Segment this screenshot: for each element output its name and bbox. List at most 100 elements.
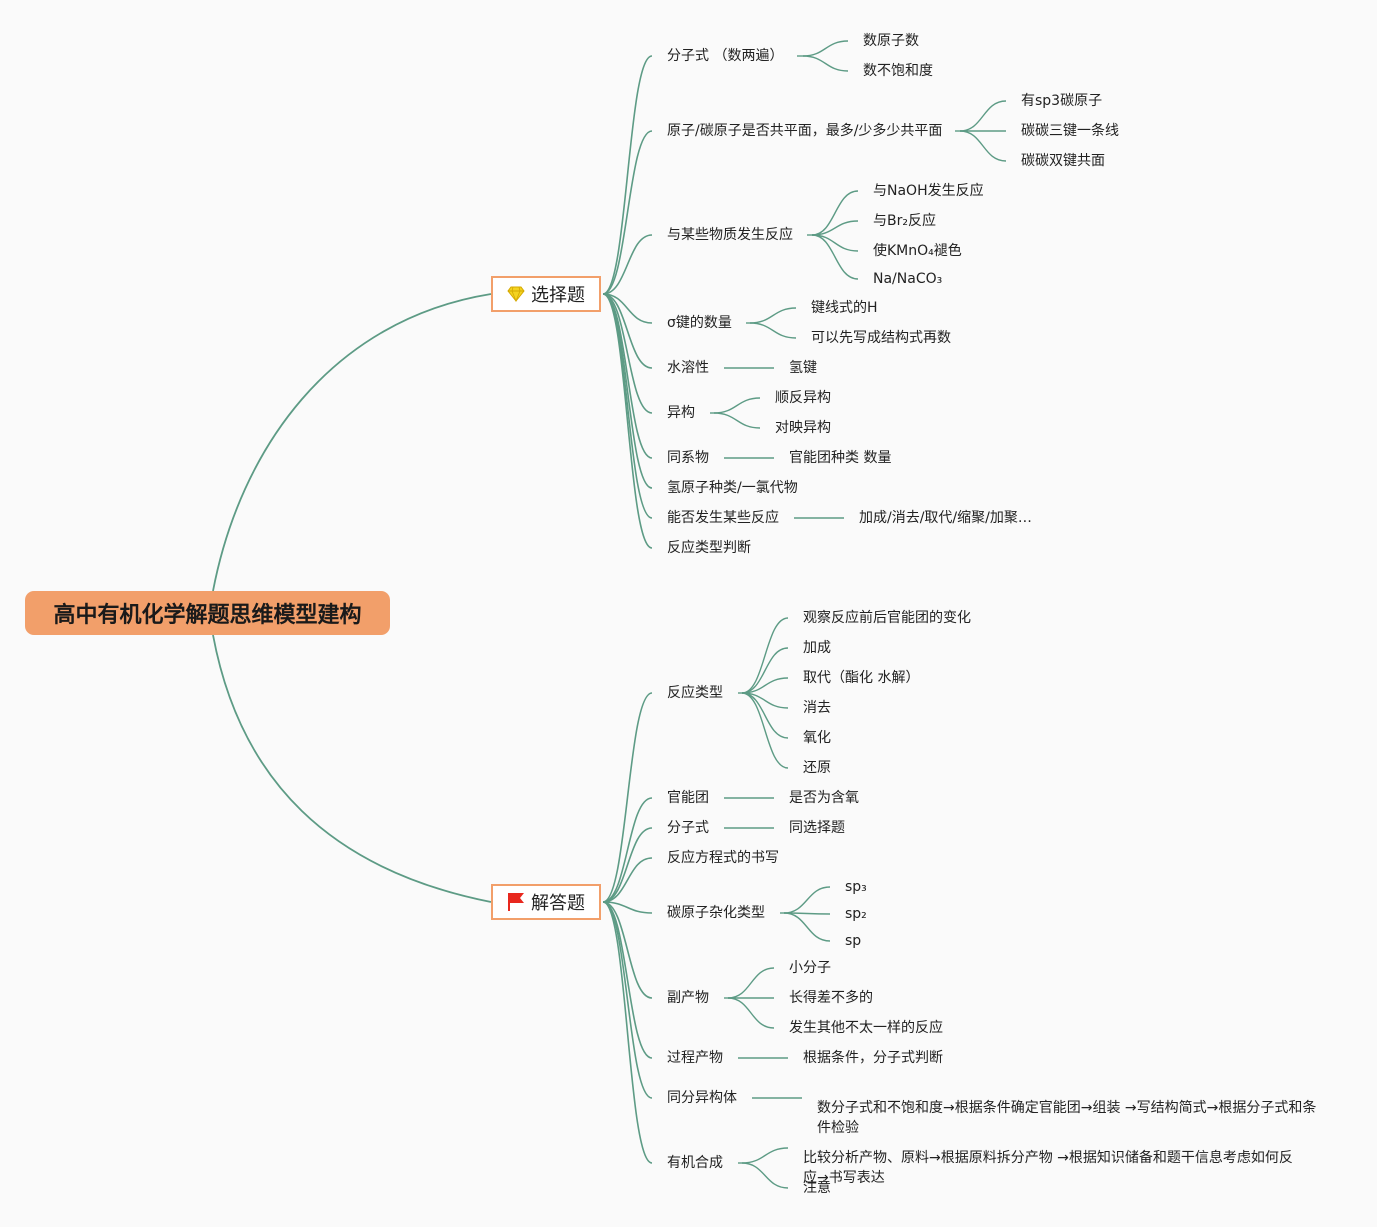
- answer-topic-0[interactable]: 反应类型: [667, 685, 723, 701]
- answer-subtopic-2-0[interactable]: 同选择题: [789, 820, 845, 836]
- connector-line: [602, 901, 653, 914]
- answer-subtopic-8-1[interactable]: 注意: [803, 1180, 831, 1196]
- choice-subtopic-3-0[interactable]: 键线式的H: [811, 300, 878, 316]
- connector-line: [783, 886, 831, 914]
- choice-subtopic-3-1[interactable]: 可以先写成结构式再数: [811, 330, 951, 346]
- connector-line: [959, 130, 1007, 162]
- connector-line: [602, 293, 653, 519]
- choice-topic-2[interactable]: 与某些物质发生反应: [667, 227, 793, 243]
- choice-subtopic-2-1[interactable]: 与Br₂反应: [873, 213, 936, 229]
- connector-line: [713, 412, 761, 429]
- connector-line: [602, 293, 653, 459]
- connector-line: [602, 901, 653, 1099]
- connector-line: [602, 827, 653, 903]
- answer-subtopic-0-2[interactable]: 取代（酯化 水解）: [803, 670, 920, 686]
- answer-topic-8[interactable]: 有机合成: [667, 1155, 723, 1171]
- choice-topic-3[interactable]: σ键的数量: [667, 315, 732, 331]
- connector-line: [811, 234, 859, 280]
- connector-line: [741, 677, 789, 694]
- choice-subtopic-2-0[interactable]: 与NaOH发生反应: [873, 183, 984, 199]
- choice-topic-1[interactable]: 原子/碳原子是否共平面，最多/少多少共平面: [667, 123, 943, 139]
- answer-subtopic-6-0[interactable]: 根据条件，分子式判断: [803, 1050, 943, 1066]
- connector-line: [212, 634, 492, 903]
- connector-line: [602, 692, 653, 903]
- answer-subtopic-5-2[interactable]: 发生其他不太一样的反应: [789, 1020, 943, 1036]
- connector-line: [741, 1162, 789, 1189]
- answer-topic-6[interactable]: 过程产物: [667, 1050, 723, 1066]
- connector-line: [749, 322, 797, 339]
- connector-line: [802, 40, 849, 57]
- connector-line: [602, 293, 653, 549]
- choice-topic-5[interactable]: 异构: [667, 405, 695, 421]
- connector-line: [741, 692, 789, 769]
- answer-subtopic-4-2[interactable]: sp: [845, 933, 862, 949]
- diamond-icon: [507, 286, 525, 302]
- connector-line: [602, 130, 653, 295]
- answer-topic-3[interactable]: 反应方程式的书写: [667, 850, 779, 866]
- branch-choice[interactable]: 选择题: [491, 276, 601, 312]
- answer-subtopic-0-5[interactable]: 还原: [803, 760, 831, 776]
- connector-line: [602, 293, 653, 369]
- choice-subtopic-0-1[interactable]: 数不饱和度: [863, 63, 933, 79]
- connector-line: [741, 617, 789, 694]
- connector-line: [802, 55, 849, 72]
- answer-subtopic-1-0[interactable]: 是否为含氧: [789, 790, 859, 806]
- connector-line: [811, 190, 859, 236]
- choice-subtopic-0-0[interactable]: 数原子数: [863, 33, 919, 49]
- answer-topic-5[interactable]: 副产物: [667, 990, 709, 1006]
- branch-label: 选择题: [531, 285, 585, 306]
- connector-line: [727, 967, 775, 999]
- branch-answer[interactable]: 解答题: [491, 884, 601, 920]
- connector-line: [602, 293, 653, 489]
- answer-subtopic-0-4[interactable]: 氧化: [803, 730, 831, 746]
- choice-subtopic-8-0[interactable]: 加成/消去/取代/缩聚/加聚…: [859, 510, 1032, 526]
- answer-topic-2[interactable]: 分子式: [667, 820, 709, 836]
- choice-topic-8[interactable]: 能否发生某些反应: [667, 510, 779, 526]
- answer-subtopic-4-0[interactable]: sp₃: [845, 879, 867, 895]
- connector-line: [741, 1147, 789, 1164]
- connector-line: [713, 397, 761, 414]
- connector-line: [741, 647, 789, 694]
- connector-line: [749, 307, 797, 324]
- choice-subtopic-1-1[interactable]: 碳碳三键一条线: [1021, 123, 1119, 139]
- answer-topic-4[interactable]: 碳原子杂化类型: [667, 905, 765, 921]
- connector-line: [727, 997, 775, 1029]
- answer-subtopic-5-1[interactable]: 长得差不多的: [789, 990, 873, 1006]
- choice-topic-9[interactable]: 反应类型判断: [667, 540, 751, 556]
- connector-line: [602, 901, 653, 999]
- connector-line: [602, 234, 653, 295]
- answer-topic-7[interactable]: 同分异构体: [667, 1090, 737, 1106]
- choice-subtopic-5-0[interactable]: 顺反异构: [775, 390, 831, 406]
- answer-subtopic-0-0[interactable]: 观察反应前后官能团的变化: [803, 610, 971, 626]
- choice-subtopic-2-3[interactable]: Na/NaCO₃: [873, 271, 943, 287]
- root-topic[interactable]: 高中有机化学解题思维模型建构: [25, 591, 390, 635]
- choice-topic-4[interactable]: 水溶性: [667, 360, 709, 376]
- answer-topic-1[interactable]: 官能团: [667, 790, 709, 806]
- connector-line: [602, 857, 653, 903]
- choice-subtopic-5-1[interactable]: 对映异构: [775, 420, 831, 436]
- connector-line: [783, 912, 831, 942]
- answer-subtopic-4-1[interactable]: sp₂: [845, 906, 867, 922]
- connector-line: [602, 901, 653, 1164]
- choice-subtopic-4-0[interactable]: 氢键: [789, 360, 817, 376]
- choice-topic-7[interactable]: 氢原子种类/一氯代物: [667, 480, 798, 496]
- connector-line: [741, 692, 789, 739]
- answer-subtopic-7-0[interactable]: 数分子式和不饱和度→根据条件确定官能团→组装 →写结构简式→根据分子式和条件检验: [817, 1100, 1317, 1136]
- connector-line: [602, 55, 653, 295]
- answer-subtopic-0-1[interactable]: 加成: [803, 640, 831, 656]
- answer-subtopic-8-0[interactable]: 比较分析产物、原料→根据原料拆分产物 →根据知识储备和题干信息考虑如何反应→书写…: [803, 1150, 1293, 1186]
- choice-subtopic-6-0[interactable]: 官能团种类 数量: [789, 450, 892, 466]
- connector-line: [602, 293, 653, 324]
- connector-line: [602, 797, 653, 903]
- connector-line: [212, 293, 492, 592]
- answer-subtopic-0-3[interactable]: 消去: [803, 700, 831, 716]
- branch-label: 解答题: [531, 893, 585, 914]
- choice-topic-0[interactable]: 分子式 （数两遍）: [667, 48, 784, 64]
- choice-topic-6[interactable]: 同系物: [667, 450, 709, 466]
- answer-subtopic-5-0[interactable]: 小分子: [789, 960, 831, 976]
- choice-subtopic-1-0[interactable]: 有sp3碳原子: [1021, 93, 1103, 109]
- choice-subtopic-2-2[interactable]: 使KMnO₄褪色: [873, 243, 962, 259]
- connector-line: [959, 100, 1007, 132]
- choice-subtopic-1-2[interactable]: 碳碳双键共面: [1021, 153, 1105, 169]
- connector-line: [811, 234, 859, 252]
